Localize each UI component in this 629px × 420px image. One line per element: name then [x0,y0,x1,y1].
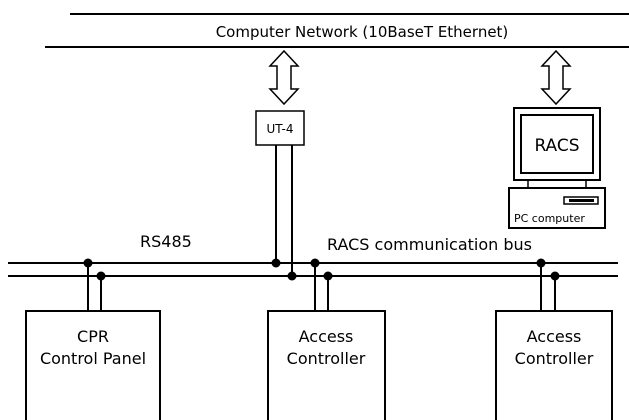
ethernet-network: Computer Network (10BaseT Ethernet) [45,13,629,48]
ut4-converter: UT-4 [255,110,305,276]
junction-dot [271,258,281,268]
junction-dot [83,258,93,268]
device-label-line1: CPR [77,327,109,346]
junction-dot [310,258,320,268]
junction-dot [323,271,333,281]
junction-dot [536,258,546,268]
pc-drive-slot-fill [569,199,594,202]
pc-screen-label: RACS [534,136,579,156]
device-label-line1: Access [527,327,582,346]
bus-label: RACS communication bus [327,235,532,254]
pc-monitor-screen [520,114,594,174]
device-box [495,310,613,420]
pc-case [508,187,606,229]
pc-computer: RACS PC computer [508,107,606,229]
device-box [25,310,161,420]
junction-dot [96,271,106,281]
junction-dot [550,271,560,281]
ut4-network-double-arrow [268,49,300,106]
pc-monitor-stand [527,179,587,189]
junction-dot [287,271,297,281]
rs485-label: RS485 [140,232,192,251]
device-label-line2: Controller [287,349,366,368]
ut4-label: UT-4 [267,122,294,136]
pc-caption: PC computer [514,212,585,225]
device-label-line2: Control Panel [40,349,146,368]
ut4-box [255,110,305,146]
pc-network-double-arrow [540,49,572,106]
bus-connections [83,258,560,311]
device-cpr-control-panel: CPR Control Panel [25,310,161,420]
device-box [267,310,386,420]
device-access-controller-1: Access Controller [267,310,386,420]
rs485-bus: RS485 RACS communication bus [8,232,618,277]
device-label-line1: Access [299,327,354,346]
network-label: Computer Network (10BaseT Ethernet) [216,23,509,41]
device-access-controller-2: Access Controller [495,310,613,420]
device-label-line2: Controller [515,349,594,368]
